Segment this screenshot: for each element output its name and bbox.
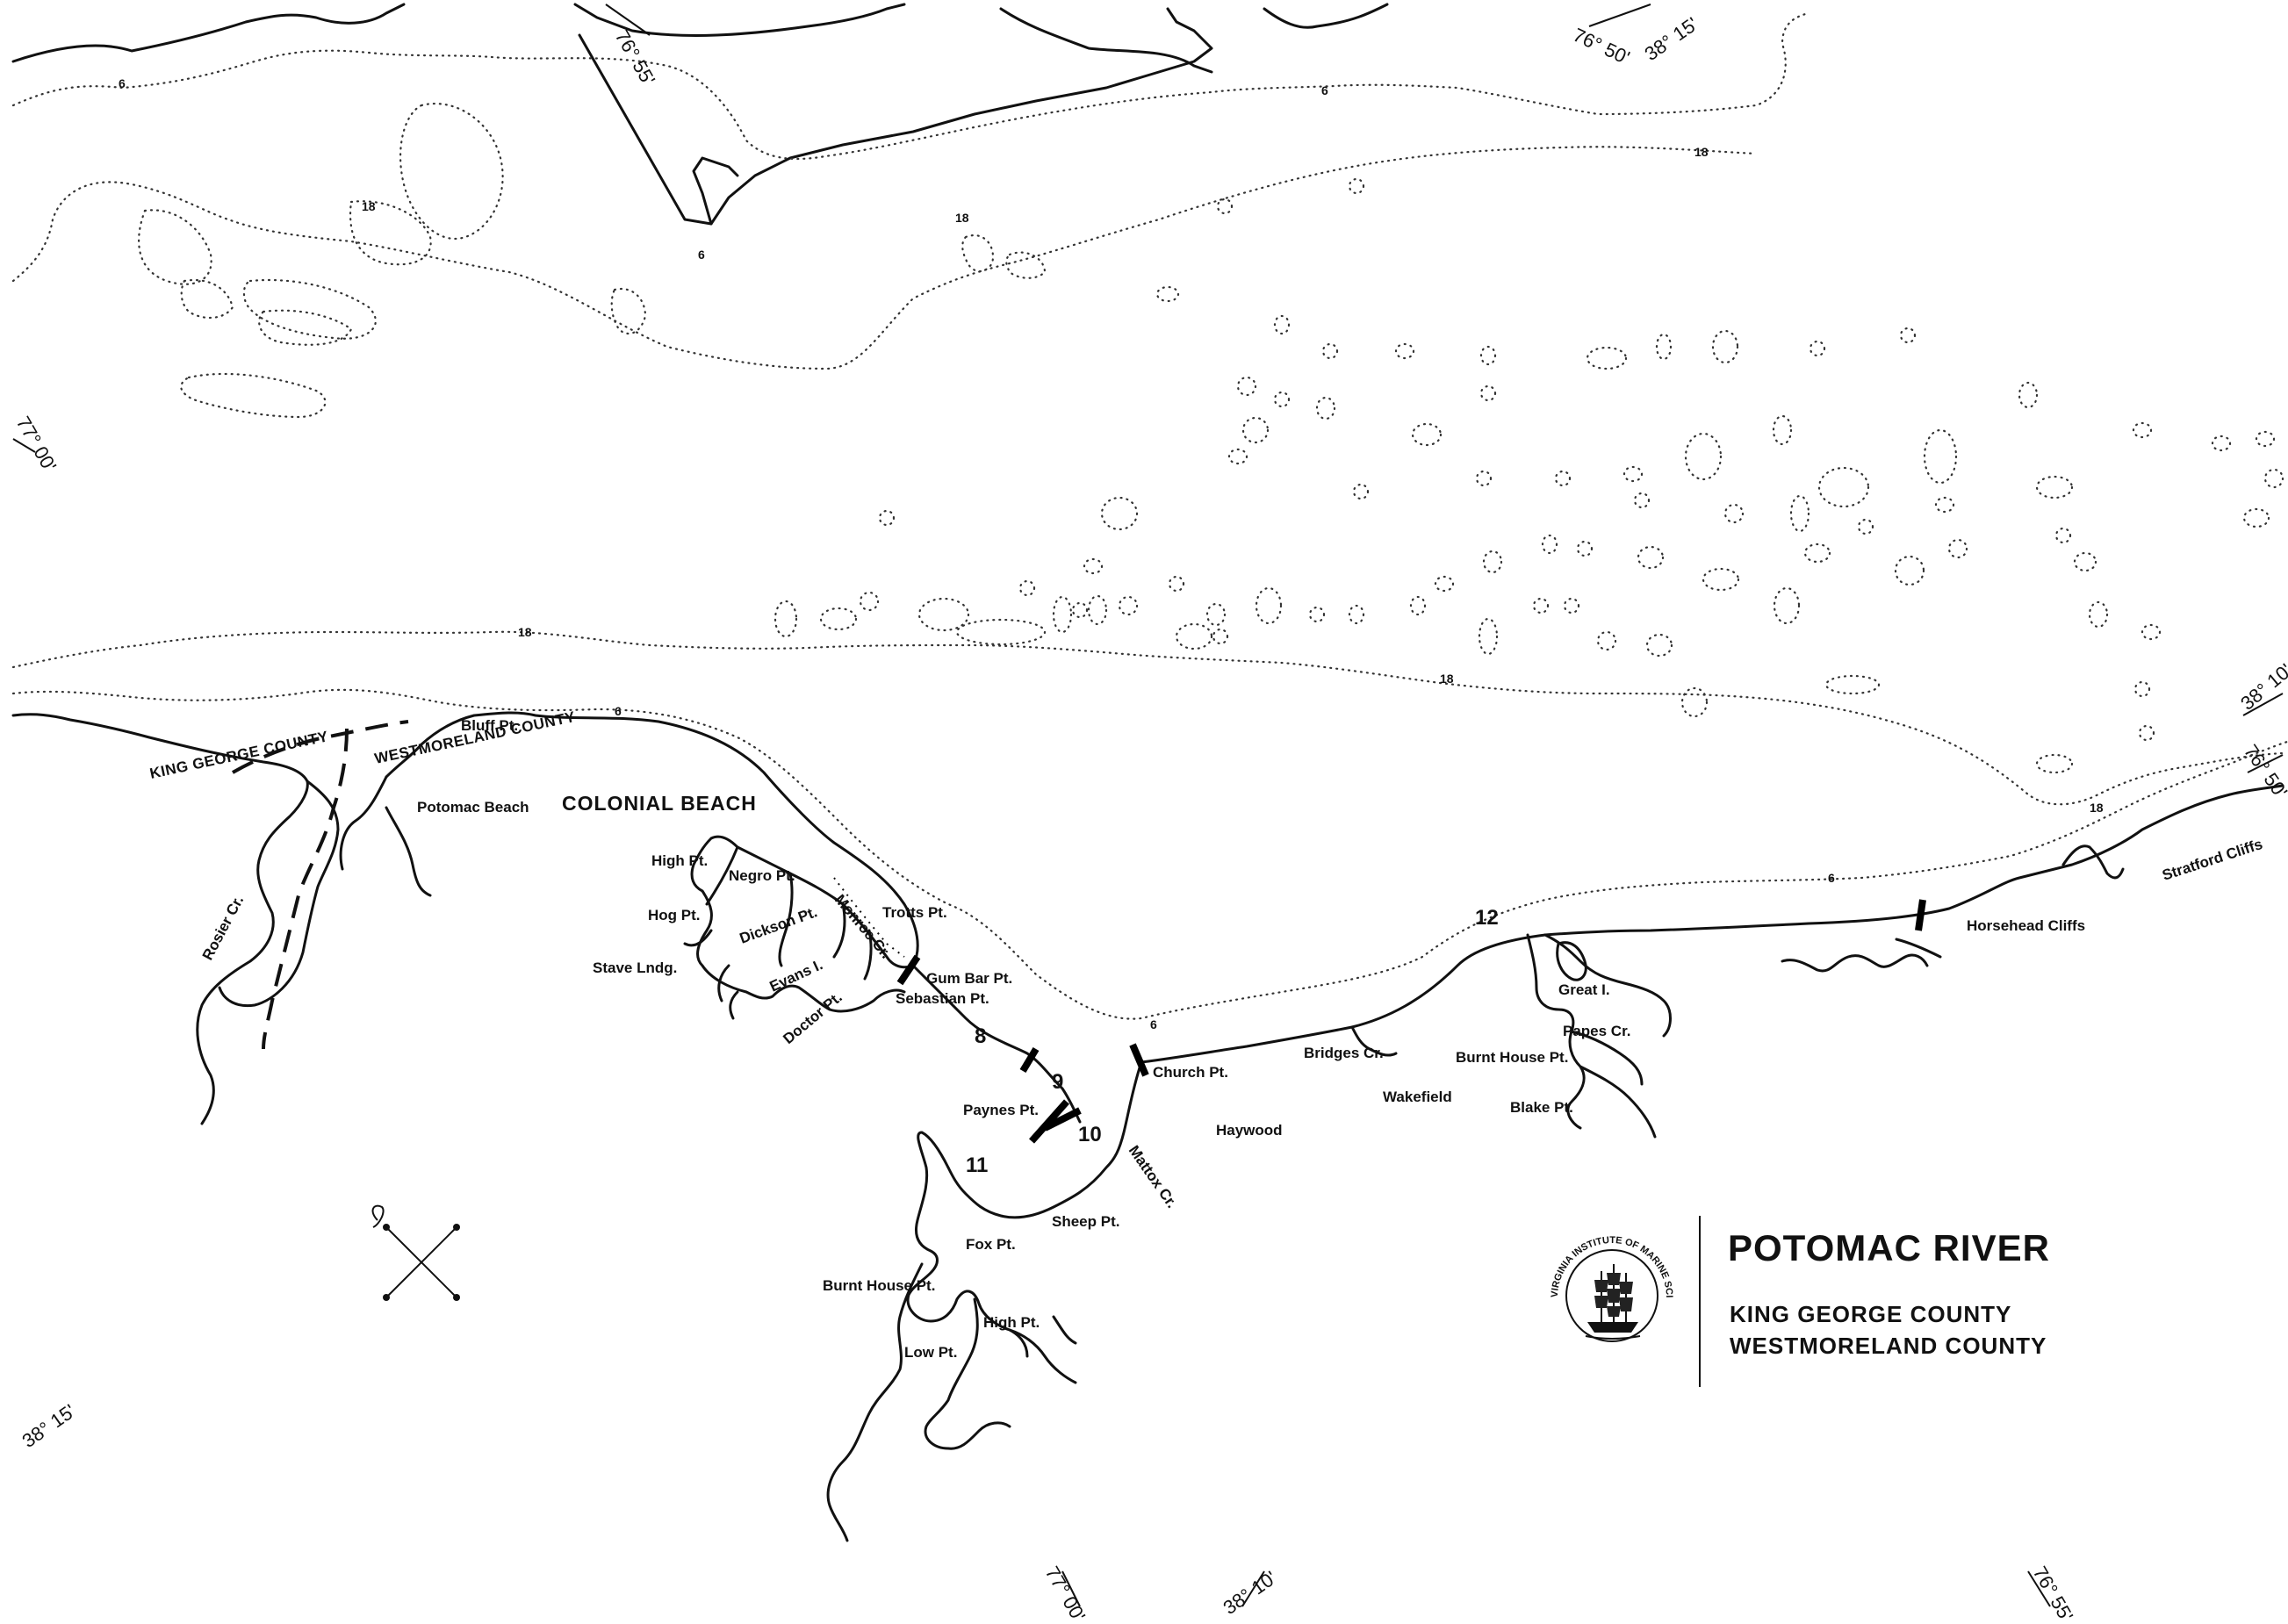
great-i-outline — [1556, 941, 1587, 981]
grid-label-lon-77-00-left: 77° 00' — [12, 413, 61, 475]
depth-label-18: 18 — [518, 625, 532, 639]
label-horsehead-cliffs: Horsehead Cliffs — [1967, 917, 2085, 934]
segment-number-8: 8 — [975, 1024, 986, 1048]
label-bluff-pt: Bluff Pt. — [461, 717, 518, 734]
label-colonial-beach: COLONIAL BEACH — [562, 792, 757, 815]
north-shore-central — [573, 3, 906, 37]
monroe-creek-dotted-line — [833, 877, 905, 958]
stratford-creek — [2061, 844, 2125, 880]
grid-label-lon-77-00-bottom: 77° 00' — [1041, 1563, 1090, 1624]
label-negro-pt: Negro Pt. — [729, 867, 795, 884]
grid-label-lon-76-55-top: 76° 55' — [611, 26, 660, 89]
depth-label-6: 6 — [698, 248, 705, 262]
grid-label-lon-76-55-bottom: 76° 55' — [2029, 1563, 2078, 1624]
compass-rose-icon — [371, 1204, 460, 1301]
depth-label-18: 18 — [955, 211, 969, 225]
grid-label-lat-38-15-top: 38° 15' — [1641, 13, 1702, 66]
label-dickson-pt: Dickson Pt. — [737, 903, 820, 947]
grid-ticks — [12, 4, 2284, 1607]
label-burnt-house-pt-west: Burnt House Pt. — [823, 1277, 935, 1294]
label-potomac-beach: Potomac Beach — [417, 799, 529, 816]
label-blake-pt: Blake Pt. — [1510, 1099, 1573, 1116]
label-rosier-cr: Rosier Cr. — [199, 893, 247, 963]
segment-number-10: 10 — [1078, 1123, 1102, 1146]
north-shore-neck — [578, 7, 1213, 226]
segment-number-9: 9 — [1052, 1070, 1063, 1094]
north-shore-west — [11, 3, 406, 63]
south-shore-west — [11, 713, 309, 1125]
shoal-lumps — [773, 177, 2284, 774]
popes-creek — [1526, 933, 1672, 1139]
label-mattox-cr: Mattox Cr. — [1126, 1142, 1181, 1211]
grid-label-lon-76-50-right: 76° 50' — [2240, 741, 2288, 802]
contour-6-south — [11, 688, 2288, 1020]
label-hog-pt: Hog Pt. — [648, 907, 701, 923]
label-great-i: Great I. — [1558, 981, 1610, 998]
horsehead-creek — [1781, 938, 1942, 973]
south-shore-east — [1140, 784, 2284, 1064]
label-fox-pt: Fox Pt. — [966, 1236, 1016, 1253]
depth-label-6: 6 — [1828, 871, 1835, 885]
rosier-creek-inner — [218, 780, 340, 1008]
mattox-shore — [946, 1060, 1143, 1219]
depth-label-18: 18 — [2090, 801, 2104, 815]
depth-label-18: 18 — [1694, 145, 1709, 159]
contour-18-north — [11, 146, 1758, 370]
label-high-pt-north: High Pt. — [651, 852, 708, 869]
legend-divider — [1699, 1216, 1701, 1387]
grid-label-lon-76-50-top: 76° 50' — [1570, 24, 1633, 68]
church-pt-shore — [911, 964, 1082, 1124]
segment-number-11: 11 — [966, 1153, 988, 1177]
depth-label-6: 6 — [119, 76, 126, 90]
label-stratford-cliffs: Stratford Cliffs — [2160, 836, 2264, 884]
county-boundary — [232, 720, 409, 1050]
label-haywood: Haywood — [1216, 1122, 1283, 1139]
label-sheep-pt: Sheep Pt. — [1052, 1213, 1119, 1230]
segment-number-12: 12 — [1475, 906, 1499, 930]
label-bridges-cr: Bridges Cr. — [1304, 1045, 1384, 1061]
label-trotts-pt: Trotts Pt. — [882, 904, 947, 921]
label-sebastian-pt: Sebastian Pt. — [896, 990, 989, 1007]
lower-mattox-creek — [826, 1262, 924, 1542]
north-shore-east2 — [1263, 3, 1389, 29]
vims-seal-icon: VIRGINIA INSTITUTE OF MARINE SCIENCE — [1542, 1218, 1674, 1342]
contour-18-south — [11, 630, 2284, 806]
depth-label-6: 6 — [1321, 83, 1328, 97]
grid-label-lat-38-10-bottom: 38° 10' — [1220, 1567, 1281, 1620]
monroe-bay-shore — [690, 835, 915, 1013]
paynes-pt-creek — [906, 1131, 1029, 1358]
low-pt-shore — [924, 1297, 1077, 1450]
map-subtitle-line-2: WESTMORELAND COUNTY — [1730, 1333, 2047, 1359]
bridges-creek — [1350, 1025, 1398, 1057]
depth-label-6: 6 — [1150, 1017, 1157, 1031]
seal-text: VIRGINIA INSTITUTE OF MARINE SCIENCE — [1542, 1218, 1674, 1297]
label-church-pt: Church Pt. — [1153, 1064, 1228, 1081]
grid-label-lat-38-10-right: 38° 10' — [2236, 659, 2288, 715]
upper-shoal-patches — [138, 103, 1047, 419]
depth-label-18: 18 — [1440, 672, 1454, 686]
label-paynes-pt: Paynes Pt. — [963, 1102, 1039, 1118]
segment-markers — [896, 899, 1926, 1144]
map-title: POTOMAC RIVER — [1728, 1227, 2050, 1268]
label-stave-lndg: Stave Lndg. — [593, 959, 677, 976]
label-papes-cr: Papes Cr. — [1563, 1023, 1631, 1039]
label-low-pt: Low Pt. — [904, 1344, 957, 1361]
contour-6-north — [11, 11, 1810, 161]
monroe-bay-fingers — [683, 845, 873, 1020]
label-burnt-house-pt-east: Burnt House Pt. — [1456, 1049, 1568, 1066]
label-monroe-cr: Monroe Cr. — [831, 891, 895, 961]
depth-label-6: 6 — [615, 704, 622, 718]
grid-label-lat-38-15-left: 38° 15' — [18, 1400, 80, 1453]
label-high-pt-south: High Pt. — [983, 1314, 1040, 1331]
westland-creek — [339, 775, 432, 897]
north-creek-1 — [692, 156, 739, 226]
map-subtitle-line-1: KING GEORGE COUNTY — [1730, 1301, 2012, 1327]
label-evans-i: Evans I. — [767, 956, 825, 995]
north-shore-east — [999, 7, 1213, 74]
depth-label-18: 18 — [362, 199, 376, 213]
potomac-beach-shore — [385, 711, 919, 967]
label-wakefield: Wakefield — [1383, 1089, 1452, 1105]
label-gum-bar-pt: Gum Bar Pt. — [926, 970, 1012, 987]
